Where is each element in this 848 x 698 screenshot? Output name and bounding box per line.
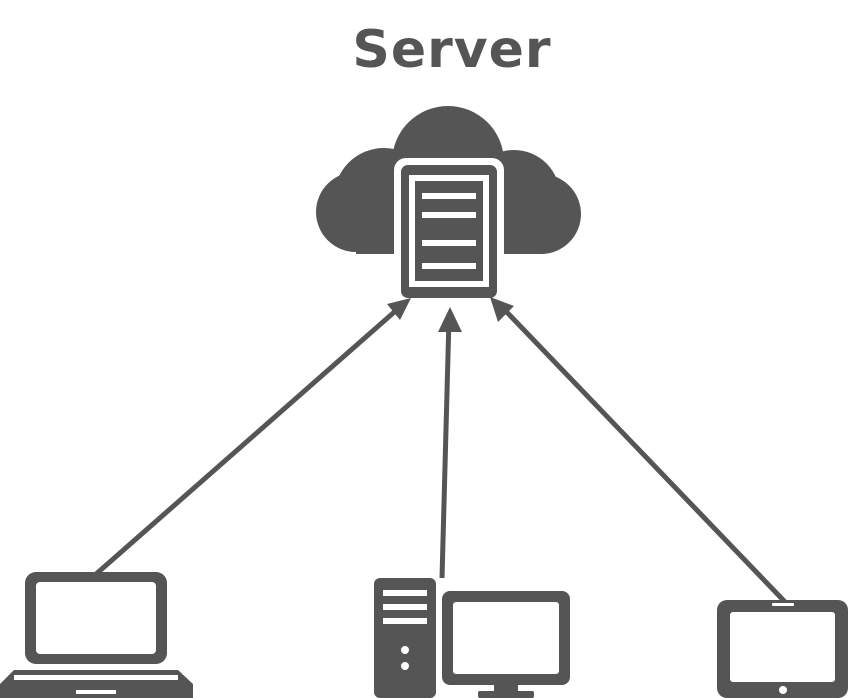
edge-desktop-server (439, 316, 454, 579)
connection-arrows (93, 303, 789, 606)
laptop-icon (0, 572, 193, 698)
desktop-computer-icon (374, 578, 570, 698)
cloud-server-icon (316, 106, 581, 304)
edge-tablet-server (498, 303, 789, 606)
tablet-icon (717, 600, 848, 698)
diagram-title: Server (352, 20, 552, 80)
edge-laptop-server (93, 305, 402, 577)
